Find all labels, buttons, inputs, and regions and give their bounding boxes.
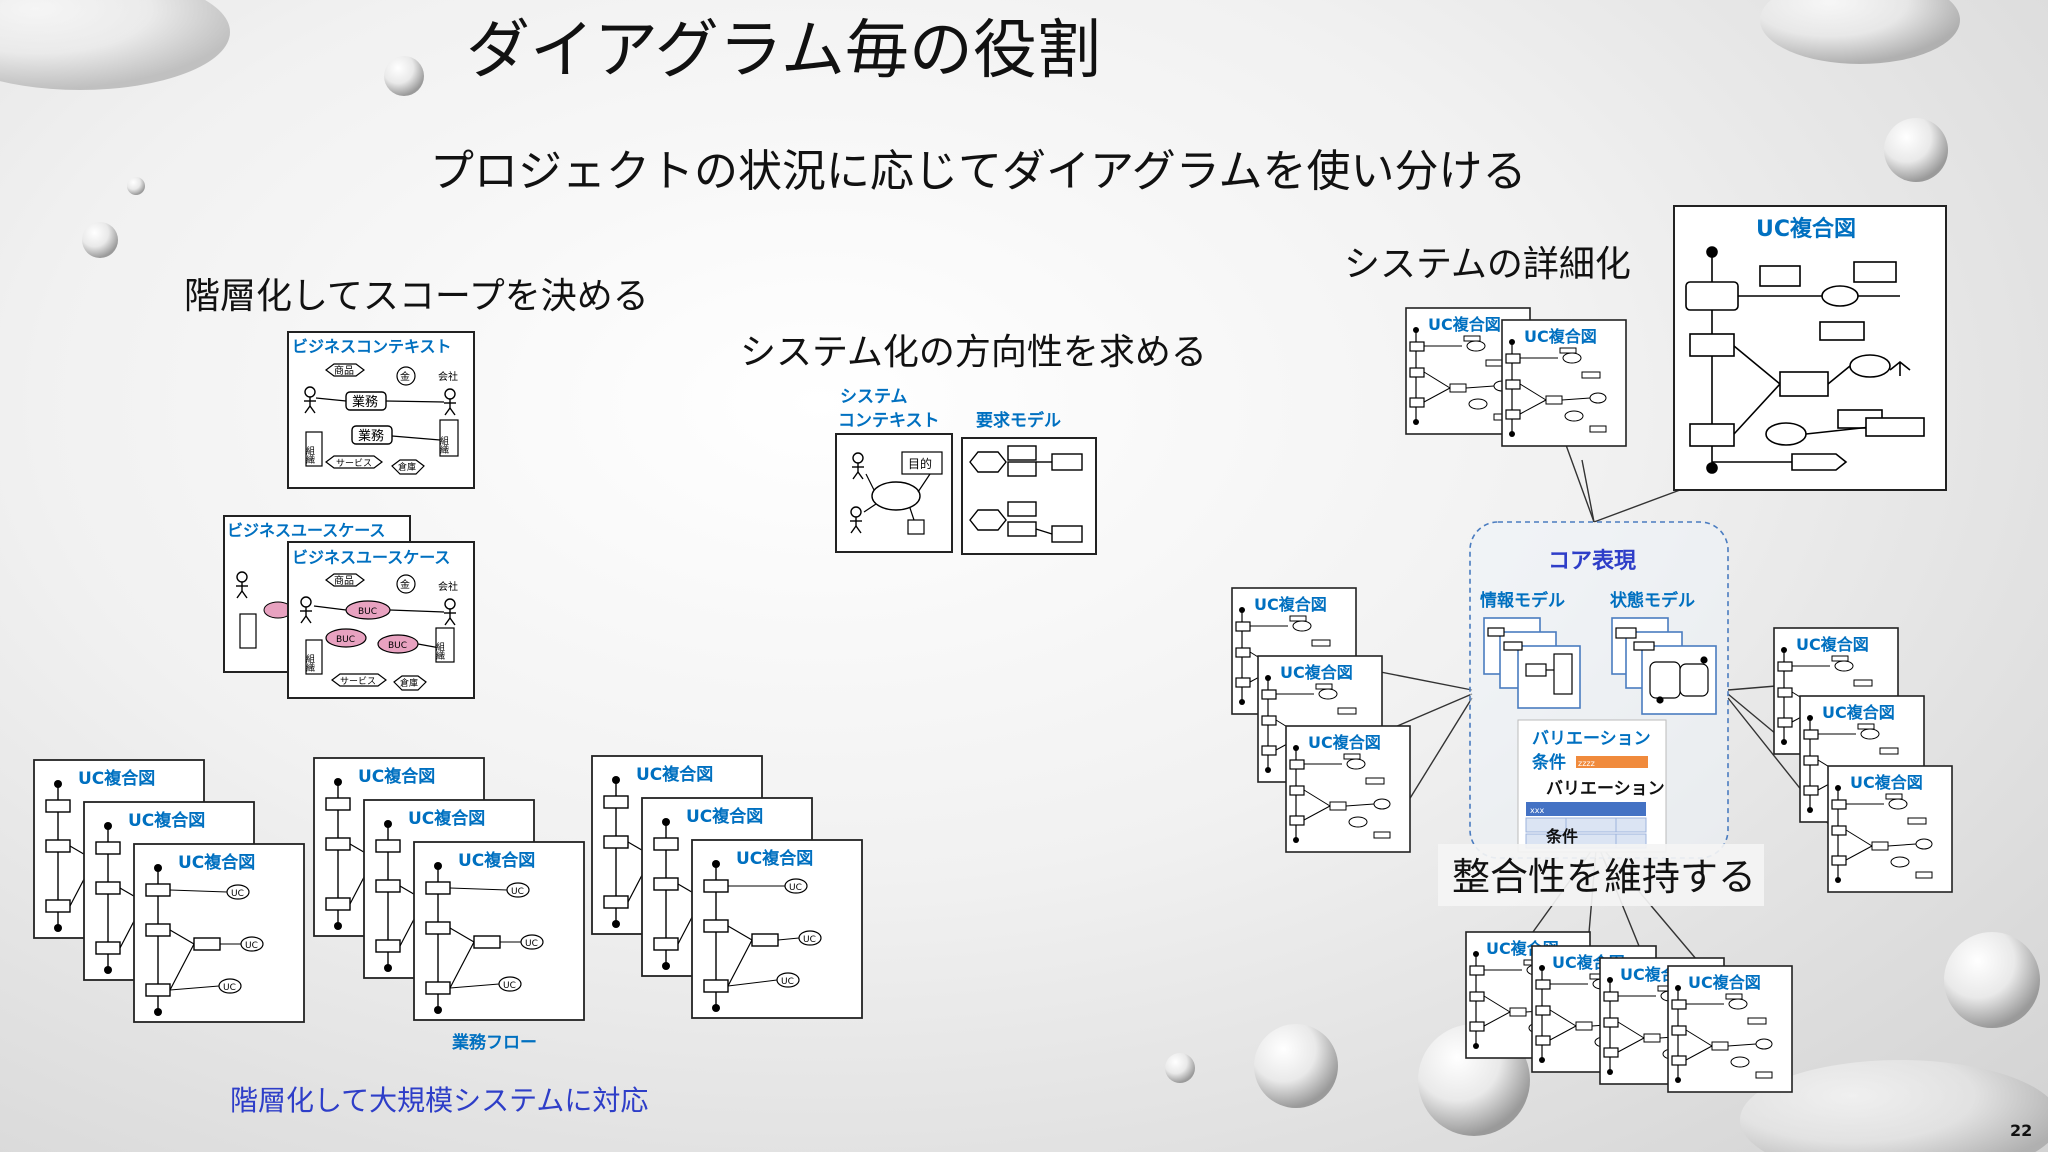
info-model-label: 情報モデル: [1480, 590, 1565, 611]
buc-oval-2: BUC: [336, 635, 355, 645]
system-context-title-2: コンテキスト: [838, 411, 940, 431]
slide-subtitle: プロジェクトの状況に応じてダイアグラムを使い分ける: [430, 146, 1526, 197]
business-flow-label: 業務フロー: [452, 1032, 537, 1053]
uc-detail-stack-left: UC複合図 UC複合図 UC複合図: [1231, 587, 1411, 853]
buc-organization-right: 組織: [434, 641, 445, 660]
uc-oval: UC: [803, 935, 816, 945]
section-direction: システム化の方向性を求める: [740, 332, 1207, 373]
uc-title: UC複合図: [358, 766, 435, 787]
section-detail: システムの詳細化: [1344, 244, 1631, 285]
condition-label-1: 条件: [1531, 752, 1566, 773]
uc-oval: UC: [245, 941, 258, 951]
uc-title: UC複合図: [1688, 973, 1761, 992]
uc-stack-right: UC複合図 UC複合図 UC複合図 UC UC UC: [591, 755, 863, 1019]
uc-detail-stack-right: UC複合図 UC複合図 UC複合図: [1773, 627, 1953, 893]
xxx-label: xxx: [1530, 806, 1544, 815]
uc-stack-left: UC複合図 UC複合図 UC複合図 UC UC UC: [33, 759, 305, 1023]
uc-title: UC複合図: [408, 808, 485, 829]
buc-company: 会社: [438, 580, 458, 593]
bc-business-1: 業務: [352, 394, 378, 410]
uc-oval: UC: [525, 939, 538, 949]
uc-title: UC複合図: [1280, 663, 1353, 682]
business-context-diagram: ビジネスコンテキスト 商品 金 会社 業務 業務 組織 組織 サービス 倉庫: [287, 331, 475, 489]
uc-title: UC複合図: [686, 806, 763, 827]
section-scope: 階層化してスコープを決める: [184, 276, 649, 317]
state-model-stack: [1611, 617, 1717, 715]
uc-oval: UC: [223, 983, 236, 993]
bc-organization-left: 組織: [304, 445, 315, 464]
goal-label: 目的: [908, 456, 932, 471]
variation-table: バリエーション 条件 zzzz バリエーション xxx 条件: [1517, 719, 1667, 853]
uc-title: UC複合図: [128, 810, 205, 831]
requirements-model-diagram: 要求モデル: [961, 410, 1097, 555]
system-context-diagram: システム コンテキスト 目的: [835, 387, 953, 553]
uc-detail-stack-top: UC複合図 UC複合図: [1405, 307, 1627, 447]
bc-money: 金: [400, 370, 410, 383]
uc-detail-large: UC複合図: [1673, 205, 1947, 491]
uc-title: UC複合図: [178, 852, 255, 873]
consistency-callout: 整合性を維持する: [1438, 844, 1764, 906]
uc-title: UC複合図: [1524, 327, 1597, 346]
variation-label-1: バリエーション: [1532, 729, 1651, 749]
page-number: 22: [2010, 1121, 2032, 1140]
uc-title: UC複合図: [736, 848, 813, 869]
bc-organization-right: 組織: [438, 435, 449, 454]
uc-title: UC複合図: [458, 850, 535, 871]
condition-label-2: 条件: [1545, 827, 1578, 846]
uc-title: UC複合図: [1428, 315, 1501, 334]
bc-business-2: 業務: [358, 428, 384, 444]
system-context-title-1: システム: [840, 387, 908, 407]
core-title: コア表現: [1548, 549, 1636, 574]
uc-title: UC複合図: [1796, 635, 1869, 654]
variation-label-2: バリエーション: [1546, 779, 1665, 799]
requirements-model-title: 要求モデル: [976, 410, 1061, 431]
buc-service: サービス: [340, 676, 376, 687]
buc-organization-left: 組織: [304, 653, 315, 672]
zzzz-label: zzzz: [1578, 759, 1595, 768]
consistency-label: 整合性を維持する: [1452, 855, 1756, 899]
uc-oval: UC: [511, 887, 524, 897]
uc-title: UC複合図: [1850, 773, 1923, 792]
buc-warehouse: 倉庫: [400, 677, 418, 689]
state-model-label: 状態モデル: [1610, 590, 1695, 611]
uc-title: UC複合図: [78, 768, 155, 789]
buc-goods: 商品: [334, 574, 354, 587]
uc-oval: UC: [231, 889, 244, 899]
info-model-stack: [1483, 617, 1581, 709]
uc-oval: UC: [503, 981, 516, 991]
core-representation: コア表現 情報モデル 状態モデル: [1469, 521, 1729, 859]
business-usecase-front: ビジネスユースケース 商品 金 会社 BUC BUC BUC 組織 組織 サービ…: [287, 541, 475, 699]
uc-title: UC複合図: [636, 764, 713, 785]
buc-money: 金: [400, 578, 410, 591]
uc-title: UC複合図: [1254, 595, 1327, 614]
uc-stack-middle: UC複合図 UC複合図 UC複合図 UC UC UC 業務フロー: [313, 757, 585, 1053]
business-context-title: ビジネスコンテキスト: [292, 337, 452, 356]
buc-oval-1: BUC: [358, 607, 377, 617]
buc-back-title: ビジネスユースケース: [227, 521, 385, 540]
section-hierarchy: 階層化して大規模システムに対応: [230, 1084, 648, 1117]
bc-warehouse: 倉庫: [398, 461, 416, 473]
buc-oval-3: BUC: [388, 641, 407, 651]
bc-company: 会社: [438, 370, 458, 383]
uc-title: UC複合図: [1756, 216, 1856, 242]
bc-service: サービス: [336, 458, 372, 469]
uc-oval: UC: [789, 883, 802, 893]
uc-detail-stack-bottom: UC複合図 UC複合図 UC複合図 UC複合図: [1465, 931, 1793, 1093]
bc-goods: 商品: [334, 364, 354, 377]
uc-oval: UC: [781, 977, 794, 987]
uc-title: UC複合図: [1822, 703, 1895, 722]
buc-front-title: ビジネスユースケース: [292, 548, 450, 567]
slide-title: ダイアグラム毎の役割: [466, 14, 1101, 88]
uc-title: UC複合図: [1308, 733, 1381, 752]
